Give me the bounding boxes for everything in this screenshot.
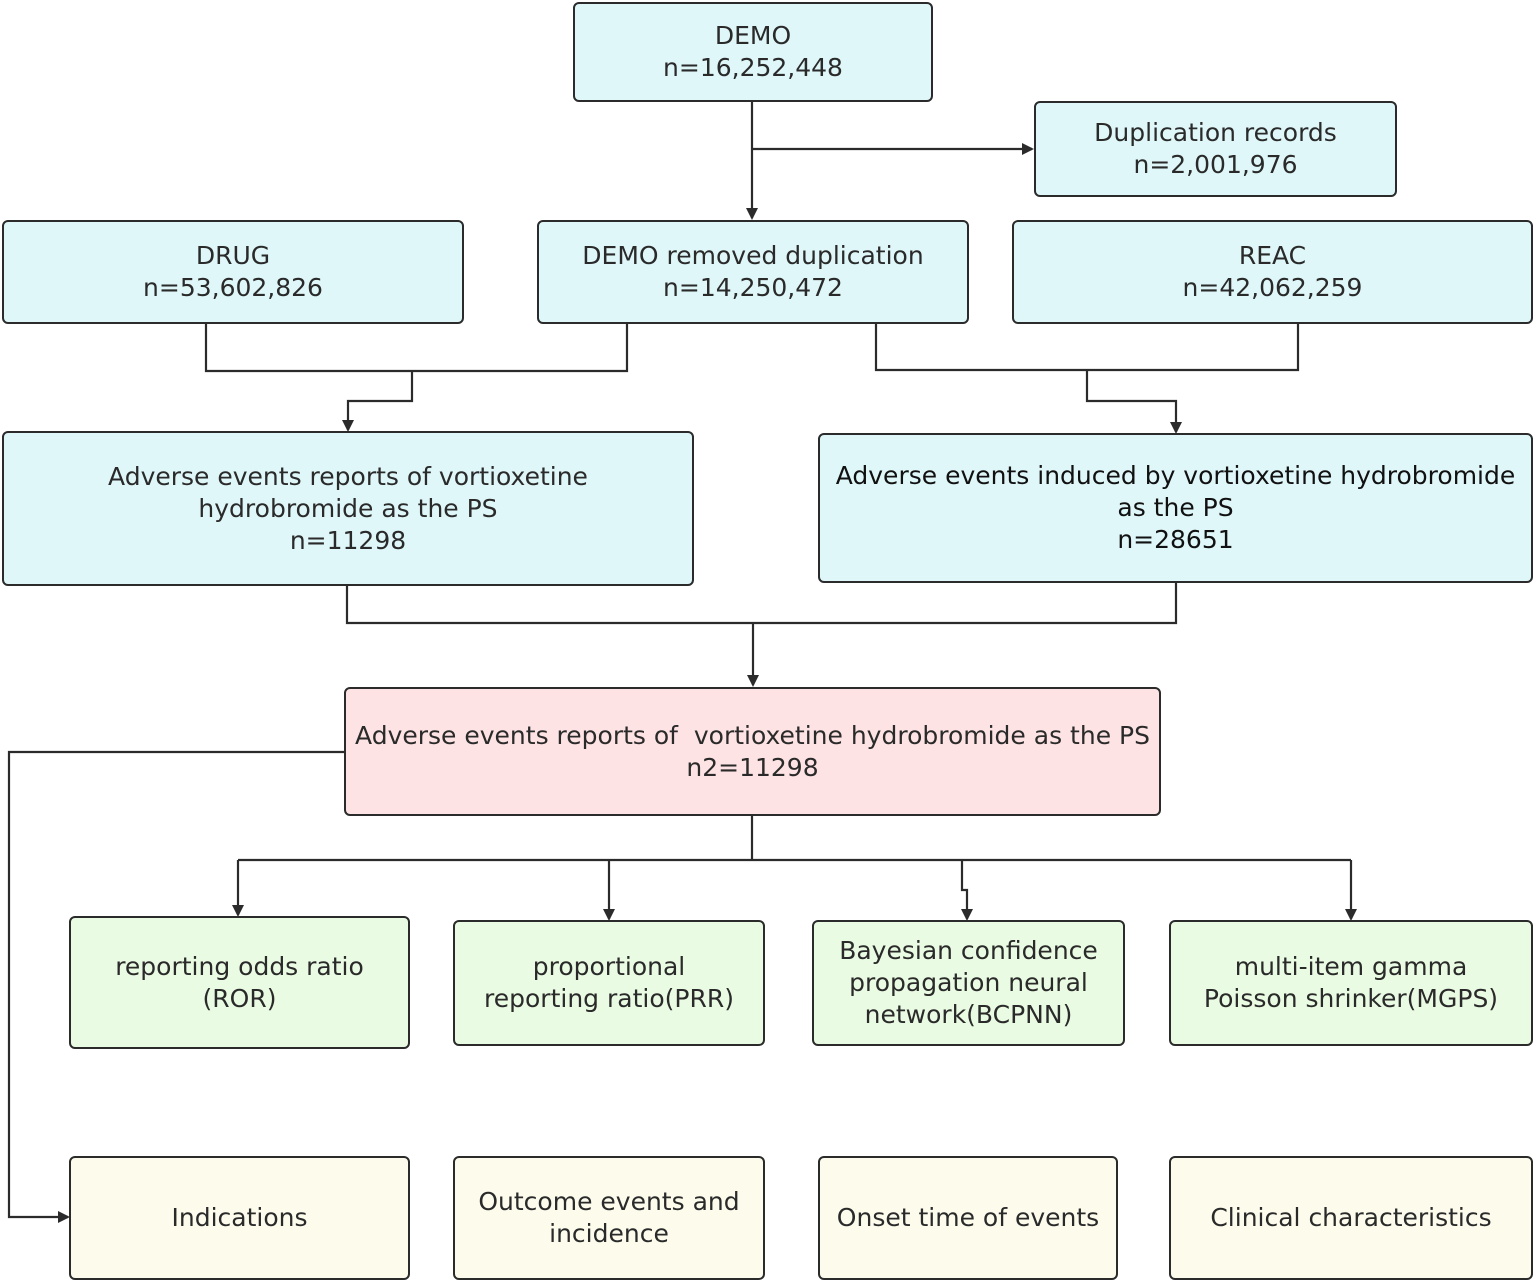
ae-induced-count: n=28651 [1117,525,1234,554]
mgps-box: multi-item gamma Poisson shrinker(MGPS) [1169,920,1533,1046]
ae-induced-line2: as the PS [1117,493,1234,522]
ae-reports-line2: hydrobromide as the PS [198,493,498,523]
mgps-line2: Poisson shrinker(MGPS) [1203,984,1499,1013]
duplication-title: Duplication records [1094,118,1337,147]
mgps-line1: multi-item gamma [1234,952,1468,981]
connector-reac-merge [874,323,1300,372]
outcome-events-box: Outcome events and incidence [453,1156,765,1280]
demo-title: DEMO [714,21,792,50]
connector-to-ae-reports [342,371,414,432]
bcpnn-box: Bayesian confidence propagation neural n… [812,920,1125,1046]
drug-count: n=53,602,826 [143,273,323,302]
drug-title: DRUG [195,241,271,270]
connector-to-bcpnn [960,860,973,921]
ror-box: reporting odds ratio (ROR) [69,916,410,1049]
onset-title: Onset time of events [836,1203,1100,1232]
connector-to-indications [7,750,344,1223]
bcpnn-line2: propagation neural [849,968,1088,997]
outcome-line1: Outcome events and [478,1187,740,1216]
ae-induced-box: Adverse events induced by vortioxetine h… [818,433,1533,583]
prr-box: proportional reporting ratio(PRR) [453,920,765,1046]
final-ae-reports-box: Adverse events reports of vortioxetine h… [344,687,1161,816]
prr-line1: proportional [532,952,686,981]
indications-title: Indications [171,1203,308,1232]
outcome-line2: incidence [549,1219,669,1248]
reac-count: n=42,062,259 [1182,273,1363,302]
bcpnn-line1: Bayesian confidence [839,936,1098,965]
demo-removed-count: n=14,250,472 [663,273,843,302]
final-ae-title: Adverse events reports of vortioxetine h… [355,720,1150,750]
reac-title: REAC [1238,241,1307,270]
ae-reports-box: Adverse events reports of vortioxetine h… [2,431,694,586]
final-ae-count: n2=11298 [686,752,819,782]
ror-line2: (ROR) [202,983,277,1013]
drug-box: DRUG n=53,602,826 [2,220,464,324]
prr-line2: reporting ratio(PRR) [484,984,734,1013]
demo-removed-title: DEMO removed duplication [582,241,924,270]
clinical-characteristics-box: Clinical characteristics [1169,1156,1533,1280]
connector-drug-merge [204,323,629,373]
connector-final-merge [345,583,1178,625]
duplication-count: n=2,001,976 [1133,150,1298,179]
duplication-records-box: Duplication records n=2,001,976 [1034,101,1397,197]
ae-reports-line1: Adverse events reports of vortioxetine [108,461,588,491]
indications-box: Indications [69,1156,410,1280]
reac-box: REAC n=42,062,259 [1012,220,1533,324]
demo-count: n=16,252,448 [663,53,843,82]
ror-line1: reporting odds ratio [115,951,364,981]
ae-reports-count: n=11298 [289,525,407,555]
demo-box: DEMO n=16,252,448 [573,2,933,102]
connector-to-ae-induced [1085,370,1182,434]
clinical-title: Clinical characteristics [1210,1203,1492,1232]
demo-removed-duplication-box: DEMO removed duplication n=14,250,472 [537,220,969,324]
bcpnn-line3: network(BCPNN) [864,1000,1073,1029]
onset-time-box: Onset time of events [818,1156,1118,1280]
ae-induced-line1: Adverse events induced by vortioxetine h… [835,461,1516,490]
